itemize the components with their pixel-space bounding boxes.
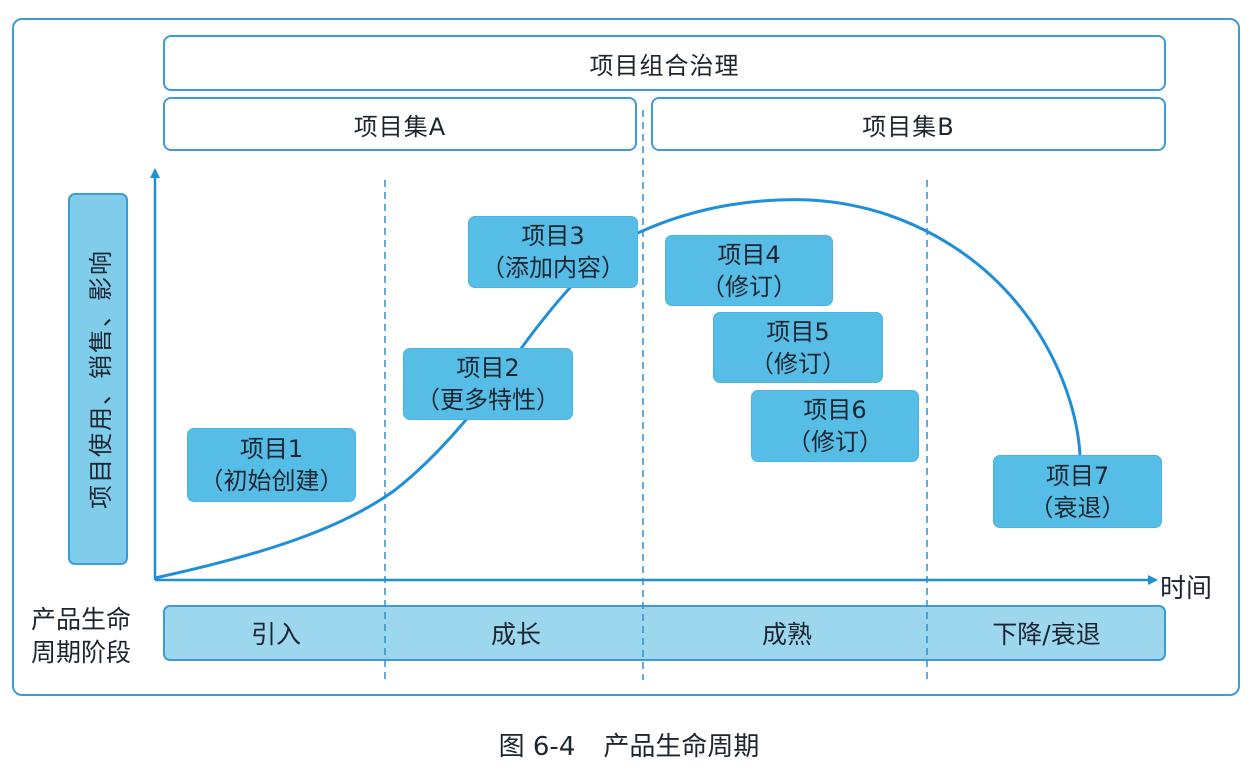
project-5-desc: （修订） xyxy=(750,349,846,378)
lifecycle-stage-bar: 引入 成长 成熟 下降/衰退 xyxy=(163,605,1166,661)
project-5-box: 项目5 （修订） xyxy=(713,312,883,383)
stage-maturity: 成熟 xyxy=(761,620,812,649)
project-1-desc: （初始创建） xyxy=(199,467,344,495)
project-7-name: 项目7 xyxy=(1045,461,1110,490)
figure-title: 产品生命周期 xyxy=(603,732,760,762)
project-4-desc: （修订） xyxy=(701,272,797,301)
y-axis-label-box: 项目使用、销售、影响 xyxy=(68,193,128,565)
program-b-label: 项目集B xyxy=(862,112,955,141)
project-2-box: 项目2 （更多特性） xyxy=(403,348,573,420)
project-7-box: 项目7 （衰退） xyxy=(993,455,1162,528)
project-6-name: 项目6 xyxy=(803,396,867,424)
x-axis-label: 时间 xyxy=(1160,574,1213,604)
figure-number: 图 6-4 xyxy=(498,732,576,762)
project-2-desc: （更多特性） xyxy=(416,386,560,414)
project-4-box: 项目4 （修订） xyxy=(665,235,833,306)
stage-introduction: 引入 xyxy=(250,620,301,649)
figure-caption: 图 6-4 产品生命周期 xyxy=(0,726,1258,763)
project-4-name: 项目4 xyxy=(717,240,781,269)
project-2-name: 项目2 xyxy=(456,354,520,382)
stage-growth: 成长 xyxy=(490,620,541,649)
program-a-box: 项目集A xyxy=(163,97,637,151)
project-3-desc: （添加内容） xyxy=(481,254,625,282)
program-b-box: 项目集B xyxy=(651,97,1166,151)
project-7-desc: （衰退） xyxy=(1029,493,1126,522)
stage-decline: 下降/衰退 xyxy=(992,620,1101,649)
portfolio-governance-box: 项目组合治理 xyxy=(163,35,1166,91)
outer-frame xyxy=(12,18,1240,696)
project-3-box: 项目3 （添加内容） xyxy=(468,216,638,288)
project-1-name: 项目1 xyxy=(239,435,304,463)
lifecycle-curve xyxy=(154,198,1082,580)
project-6-desc: （修订） xyxy=(787,428,883,456)
program-a-label: 项目集A xyxy=(353,112,447,141)
lifecycle-stage-label: 产品生命 周期阶段 xyxy=(18,603,144,669)
project-1-box: 项目1 （初始创建） xyxy=(187,428,356,502)
lifecycle-stage-label-line-1: 产品生命 xyxy=(30,605,131,634)
project-5-name: 项目5 xyxy=(766,317,830,346)
project-3-name: 项目3 xyxy=(521,222,585,250)
project-6-box: 项目6 （修订） xyxy=(751,390,919,462)
lifecycle-stage-label-line-2: 周期阶段 xyxy=(30,638,131,667)
portfolio-governance-label: 项目组合治理 xyxy=(589,51,740,80)
